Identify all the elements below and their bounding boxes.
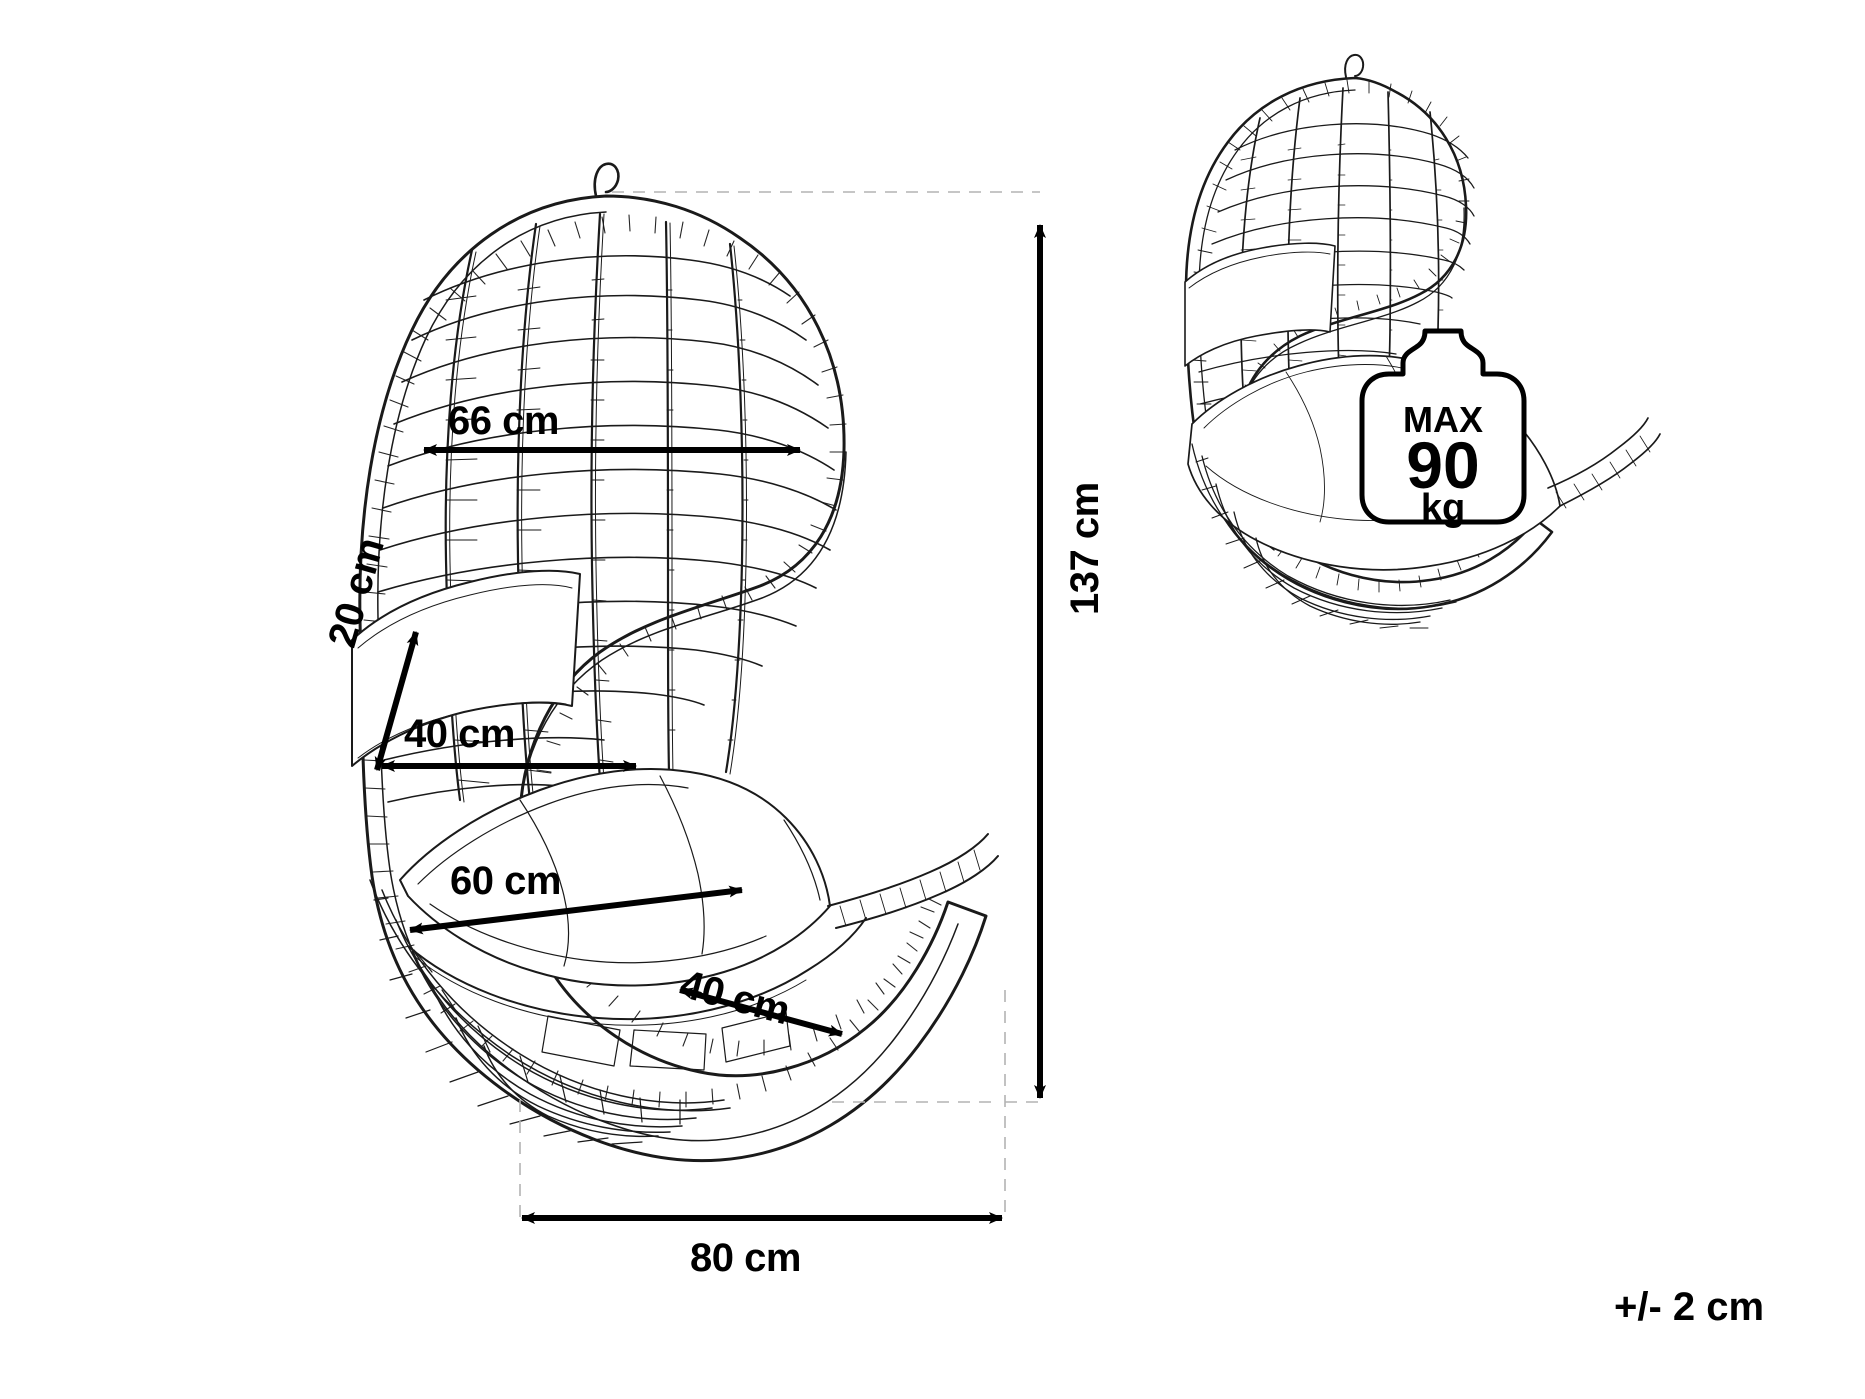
badge-weight-value: 90 [1406, 428, 1480, 502]
badge-weight-unit: kg [1420, 487, 1466, 529]
dim-line-60cm [409, 885, 743, 935]
dim-label-80cm: 80 cm [690, 1236, 801, 1280]
dim-label-137cm: 137 cm [1063, 482, 1107, 615]
dim-label-60cm: 60 cm [450, 859, 561, 903]
tolerance-note: +/- 2 cm [1614, 1285, 1765, 1329]
badge-max-label: MAX [1403, 399, 1483, 440]
dim-label-40cm-back: 40 cm [404, 712, 515, 756]
weight-icon [1359, 328, 1527, 525]
dim-label-66cm: 66 cm [448, 399, 559, 443]
dim-line-40cm-seat [679, 987, 843, 1037]
extension-guides [519, 191, 1040, 1218]
dim-line-20cm [374, 631, 419, 771]
